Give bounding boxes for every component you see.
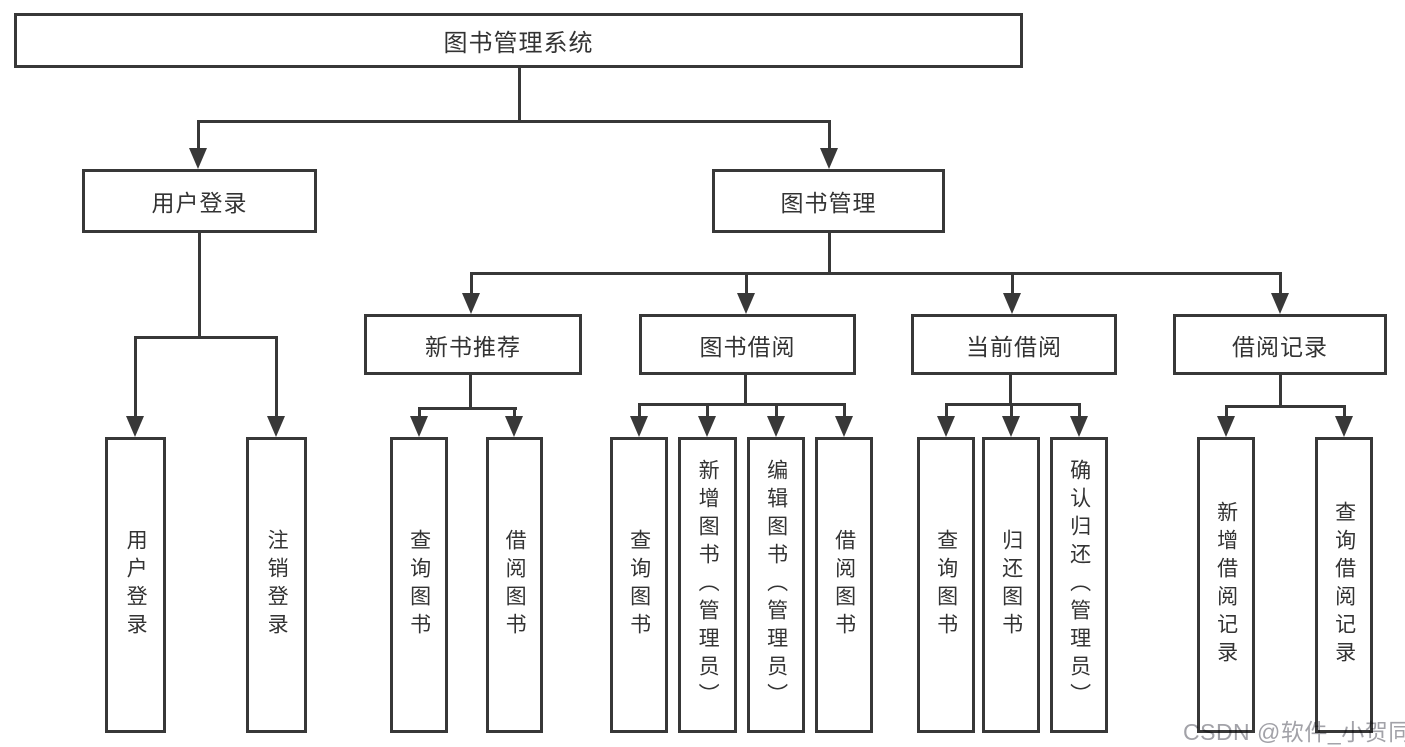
- arrowhead-down-icon: [737, 293, 755, 314]
- arrowhead-down-icon: [267, 416, 285, 437]
- connector-arrow-shaft: [513, 407, 516, 419]
- arrowhead-down-icon: [767, 416, 785, 437]
- connector-arrow-shaft: [134, 336, 137, 418]
- connector-root-stem: [518, 68, 521, 122]
- leaf-label: 新增图书（管理员）: [696, 459, 720, 711]
- leaf-label: 确认归还（管理员）: [1067, 459, 1091, 711]
- leaf-label: 注销登录: [265, 529, 289, 641]
- connector-newrec-bar: [418, 407, 517, 410]
- arrowhead-down-icon: [835, 416, 853, 437]
- node-label: 图书管理: [780, 190, 877, 216]
- leaf-query-books-borrowing: 查询图书: [610, 437, 668, 733]
- arrowhead-down-icon: [462, 293, 480, 314]
- arrowhead-down-icon: [189, 148, 207, 169]
- connector-arrow-shaft: [418, 407, 421, 419]
- leaf-borrow-books: 借阅图书: [815, 437, 873, 733]
- leaf-label: 查询图书: [407, 529, 431, 641]
- connector-arrow-shaft: [1225, 405, 1228, 419]
- leaf-logout: 注销登录: [246, 437, 307, 733]
- connector-arrow-shaft: [745, 272, 748, 295]
- connector-userlogin-bar: [134, 336, 278, 339]
- connector-current-stem: [1009, 373, 1012, 403]
- node-label: 图书管理系统: [443, 30, 594, 57]
- leaf-borrow-books-recommend: 借阅图书: [486, 437, 543, 733]
- leaf-label: 编辑图书（管理员）: [764, 459, 788, 711]
- connector-borrow-stem: [744, 373, 747, 403]
- node-label: 新书推荐: [425, 333, 521, 360]
- connector-arrow-shaft: [275, 336, 278, 418]
- node-label: 借阅记录: [1232, 333, 1328, 360]
- leaf-query-books-current: 查询图书: [917, 437, 975, 733]
- connector-arrow-shaft: [775, 403, 778, 419]
- node-new-book-recommend: 新书推荐: [364, 314, 582, 375]
- node-current-borrowing: 当前借阅: [911, 314, 1117, 375]
- leaf-user-login: 用户登录: [105, 437, 166, 733]
- arrowhead-down-icon: [1217, 416, 1235, 437]
- connector-userlogin-stem: [198, 231, 201, 336]
- leaf-query-borrow-record: 查询借阅记录: [1315, 437, 1373, 733]
- leaf-label: 查询图书: [627, 529, 651, 641]
- arrowhead-down-icon: [505, 416, 523, 437]
- arrowhead-down-icon: [698, 416, 716, 437]
- arrowhead-down-icon: [1003, 293, 1021, 314]
- connector-borrow-bar: [638, 403, 846, 406]
- connector-arrow-shaft: [945, 403, 948, 419]
- connector-arrow-shaft: [1011, 272, 1014, 295]
- arrowhead-down-icon: [937, 416, 955, 437]
- node-label: 图书借阅: [699, 333, 796, 360]
- connector-arrow-shaft: [1010, 403, 1013, 419]
- arrowhead-down-icon: [1335, 416, 1353, 437]
- leaf-add-books-admin: 新增图书（管理员）: [678, 437, 737, 733]
- connector-arrow-shaft: [1279, 272, 1282, 295]
- arrowhead-down-icon: [1271, 293, 1289, 314]
- connector-arrow-shaft: [470, 272, 473, 295]
- leaf-confirm-return-admin: 确认归还（管理员）: [1050, 437, 1108, 733]
- node-label: 当前借阅: [966, 333, 1062, 360]
- leaf-label: 新增借阅记录: [1214, 501, 1238, 669]
- leaf-label: 查询图书: [934, 529, 958, 641]
- connector-arrow-shaft: [1343, 405, 1346, 419]
- arrowhead-down-icon: [630, 416, 648, 437]
- csdn-watermark: CSDN @软件_小贺同学: [1183, 719, 1405, 745]
- node-borrowing-records: 借阅记录: [1173, 314, 1387, 375]
- leaf-add-borrow-record: 新增借阅记录: [1197, 437, 1255, 733]
- leaf-return-books: 归还图书: [982, 437, 1040, 733]
- leaf-query-books-recommend: 查询图书: [390, 437, 448, 733]
- connector-arrow-shaft: [843, 403, 846, 419]
- leaf-label: 查询借阅记录: [1332, 501, 1356, 669]
- connector-arrow-shaft: [706, 403, 709, 419]
- node-book-borrowing: 图书借阅: [639, 314, 856, 375]
- leaf-label: 归还图书: [999, 529, 1023, 641]
- leaf-edit-books-admin: 编辑图书（管理员）: [747, 437, 805, 733]
- connector-newrec-stem: [469, 373, 472, 407]
- connector-arrow-shaft: [638, 403, 641, 419]
- connector-current-bar: [945, 403, 1081, 406]
- arrowhead-down-icon: [1002, 416, 1020, 437]
- arrowhead-down-icon: [410, 416, 428, 437]
- leaf-label: 借阅图书: [503, 529, 527, 641]
- leaf-label: 借阅图书: [832, 529, 856, 641]
- connector-bookmgmt-stem: [828, 231, 831, 272]
- node-book-management: 图书管理: [712, 169, 945, 233]
- node-library-management-system: 图书管理系统: [14, 13, 1023, 68]
- arrowhead-down-icon: [820, 148, 838, 169]
- connector-record-stem: [1279, 371, 1282, 405]
- node-user-login: 用户登录: [82, 169, 317, 233]
- connector-arrow-shaft: [197, 120, 200, 152]
- arrowhead-down-icon: [126, 416, 144, 437]
- arrowhead-down-icon: [1070, 416, 1088, 437]
- connector-arrow-shaft: [828, 120, 831, 152]
- node-label: 用户登录: [151, 190, 248, 216]
- connector-record-bar: [1225, 405, 1346, 408]
- connector-bookmgmt-bar: [470, 272, 1281, 275]
- connector-arrow-shaft: [1078, 403, 1081, 419]
- leaf-label: 用户登录: [124, 529, 148, 641]
- connector-root-bar: [197, 120, 831, 123]
